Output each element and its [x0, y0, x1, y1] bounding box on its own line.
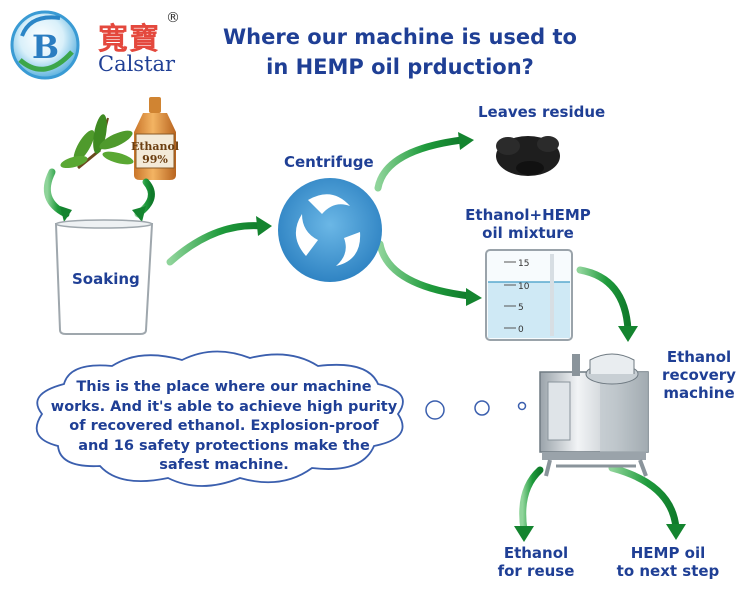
centrifuge-label: Centrifuge	[284, 153, 374, 171]
mixture-label-line2: oil mixture	[482, 224, 574, 242]
mixture-label: Ethanol+HEMP oil mixture	[462, 206, 594, 242]
cloud-message: This is the place where our machine work…	[44, 378, 404, 476]
beaker-tick-label: 15	[518, 259, 529, 269]
recovery-machine-label: Ethanol recovery machine	[654, 348, 744, 402]
oil-label-line2: to next step	[616, 562, 720, 580]
cloud-line-3: of recovered ethanol. Explosion-proof	[69, 418, 379, 434]
leaves-residue-label: Leaves residue	[478, 103, 606, 121]
title-line-1: Where our machine is used to	[223, 25, 577, 49]
reuse-label-line2: for reuse	[497, 562, 575, 580]
beaker-tick-label: 0	[518, 325, 524, 335]
thought-bubbles	[425, 400, 527, 420]
cloud-line-5: safest machine.	[159, 457, 289, 473]
beaker-tick-label: 10	[518, 282, 530, 292]
centrifuge-icon	[278, 178, 382, 282]
ethanol-bottle	[134, 97, 176, 180]
brand-chinese-name: 寬寶	[98, 22, 160, 57]
cloud-line-1: This is the place where our machine	[76, 379, 372, 395]
mixture-beaker	[485, 249, 573, 341]
calstar-logo: B	[10, 10, 80, 80]
hemp-oil-label: HEMP oil to next step	[612, 544, 724, 580]
bottle-label-line1: Ethanol	[131, 140, 179, 153]
mixture-label-line1: Ethanol+HEMP	[465, 206, 591, 224]
page-title: Where our machine is used to in HEMP oil…	[200, 22, 600, 82]
svg-text:B: B	[32, 28, 59, 66]
oil-label-line1: HEMP oil	[630, 544, 706, 562]
recovery-label-line1: Ethanol	[666, 348, 732, 366]
bottle-label-line2: 99%	[142, 153, 168, 166]
cloud-line-4: and 16 safety protections make the	[78, 437, 370, 454]
soaking-beaker	[54, 219, 154, 335]
registered-mark: ®	[166, 10, 180, 26]
leaves-residue-icon	[496, 136, 560, 176]
recovery-label-line2: recovery	[662, 366, 736, 384]
title-line-2: in HEMP oil prduction?	[266, 55, 534, 79]
arrow-heads	[60, 132, 686, 542]
reuse-label-line1: Ethanol	[503, 544, 569, 562]
ethanol-reuse-label: Ethanol for reuse	[488, 544, 584, 580]
speech-cloud	[35, 350, 404, 487]
beaker-tick-label: 5	[518, 303, 524, 313]
recovery-machine-image	[539, 353, 649, 477]
brand-english-name: Calstar	[98, 52, 176, 76]
cloud-line-2: works. And it's able to achieve high pur…	[50, 398, 398, 415]
recovery-label-line3: machine	[663, 384, 735, 402]
soaking-label: Soaking	[72, 270, 140, 288]
leaf-icon	[60, 114, 134, 170]
